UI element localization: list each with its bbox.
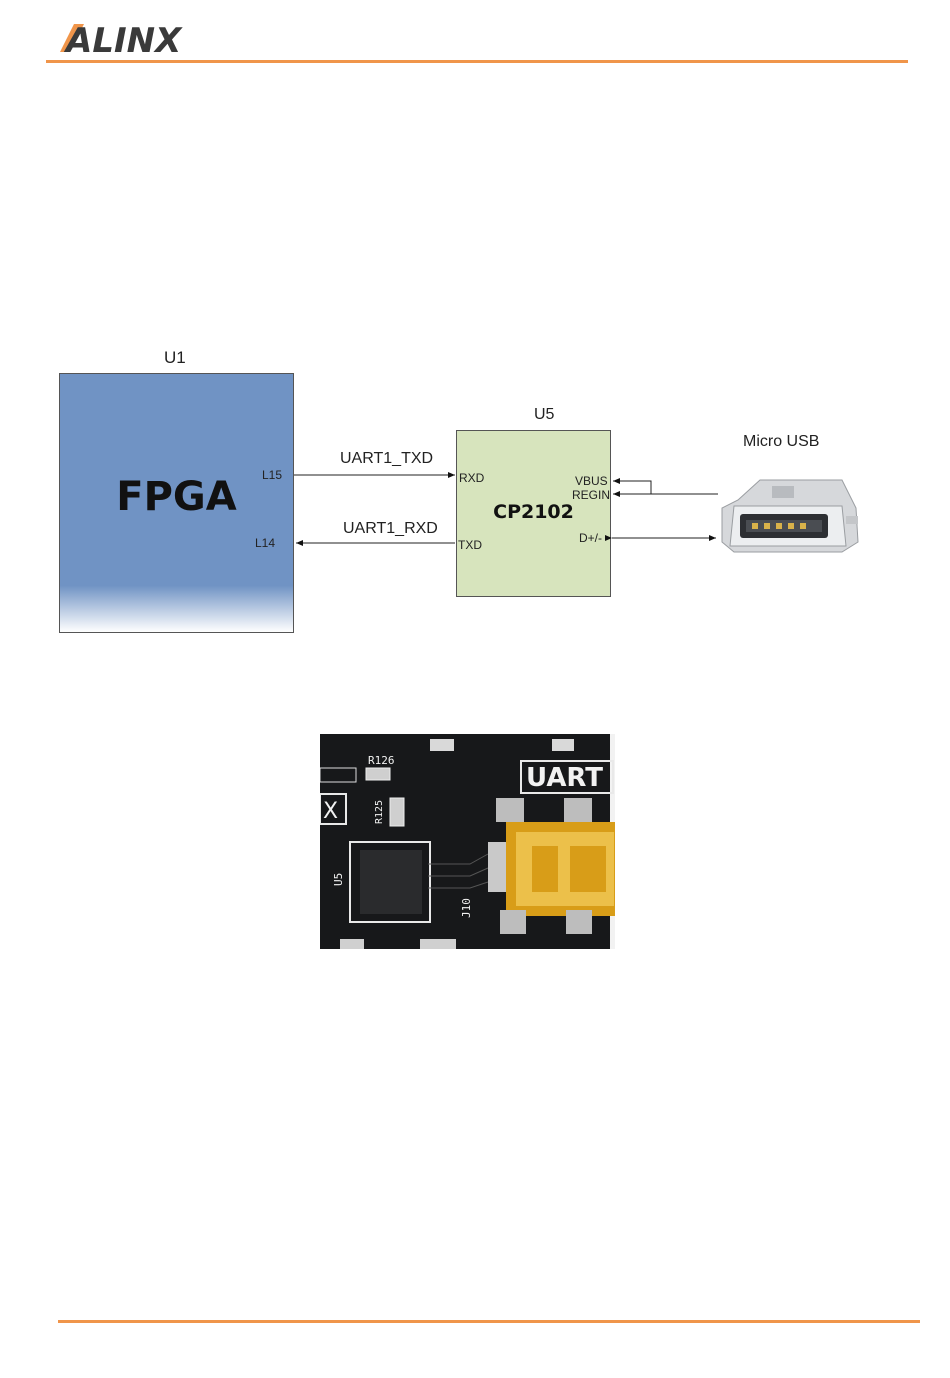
silkscreen-x: X [323, 799, 338, 824]
footer-rule [58, 1320, 920, 1323]
silkscreen-r126: R126 [368, 754, 395, 767]
uart-block-diagram: U1 FPGA L15 L14 UART1_TXD UART1_RXD U5 C… [0, 330, 950, 650]
board-photo: UART X R126 R125 U5 J10 [320, 734, 615, 949]
silkscreen-j10: J10 [460, 898, 473, 918]
usb-connector-icon [722, 480, 858, 552]
logo-wordmark: ALINX [63, 21, 183, 58]
silkscreen-uart: UART [526, 763, 603, 793]
silkscreen-u5: U5 [332, 873, 345, 886]
wire-vbus-loop [613, 481, 651, 494]
diagram-wires [0, 330, 950, 650]
silkscreen-r125: R125 [374, 800, 385, 824]
alinx-logo: ALINX [58, 18, 223, 58]
header-rule [46, 60, 908, 63]
